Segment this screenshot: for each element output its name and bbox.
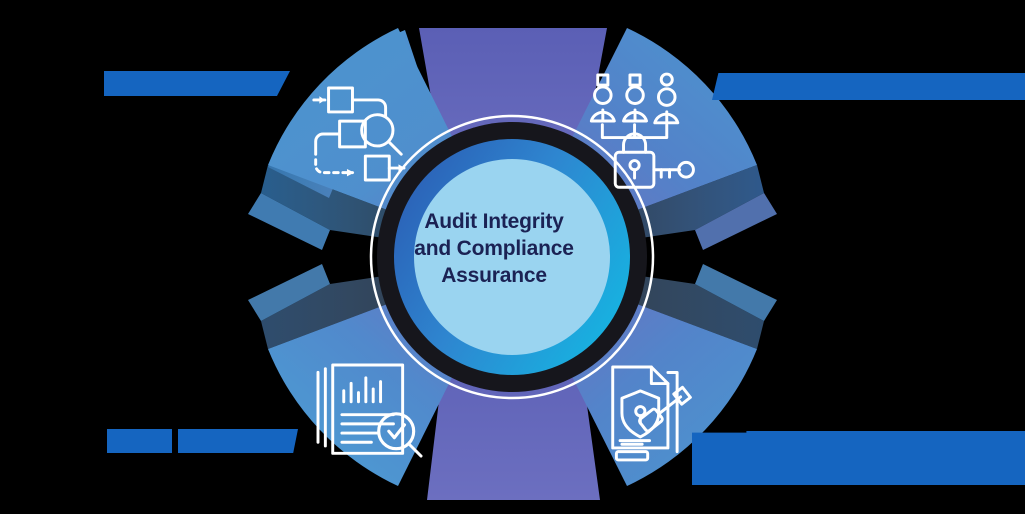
document-shield-gavel-icon [611,365,692,462]
segment-label-bottom-left-part2 [178,429,298,453]
center-outline-circle [369,114,655,400]
segment-process-audit-lower-edge [248,193,330,250]
segment-label-bottom-left-part1 [107,429,172,453]
segment-access-control-lower-edge [695,193,777,250]
segment-legal-compliance-upper-edge [695,264,777,321]
team-lock-key-icon [589,72,695,189]
documents-chart-magnifier-check-icon [316,363,423,458]
segment-label-bottom-right [692,431,1025,485]
center-inner-disc [414,159,610,355]
segment-report-review-upper-edge [248,264,330,321]
segment-label-top-right [712,73,1025,100]
segment-label-top-left [104,71,290,96]
process-flow-magnifier-icon [312,86,406,182]
